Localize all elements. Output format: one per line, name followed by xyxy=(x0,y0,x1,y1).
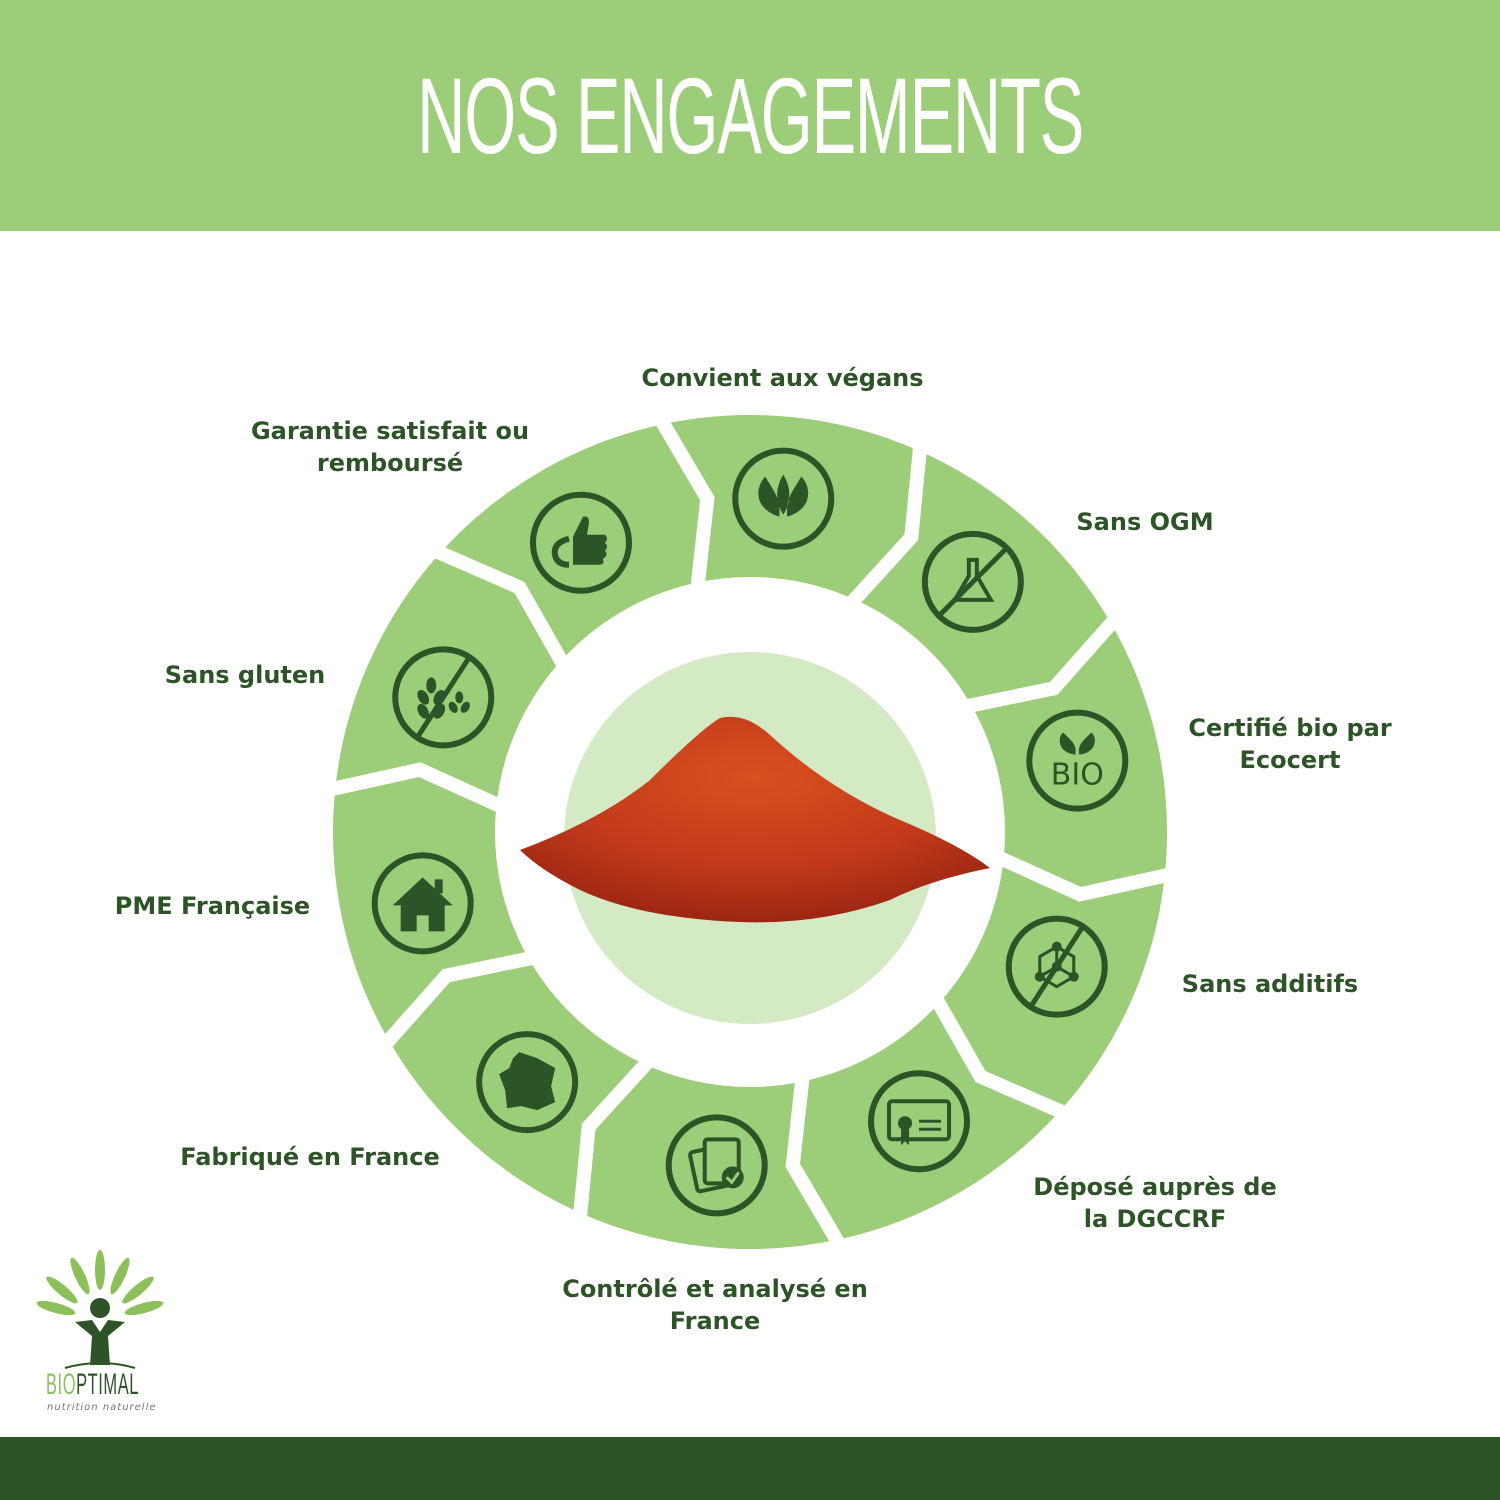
clipboard-check-icon xyxy=(665,1114,768,1217)
engagement-label: Déposé auprès de la DGCCRF xyxy=(1033,1173,1277,1233)
bioptimal-logo xyxy=(36,1250,164,1369)
page-title: NOS ENGAGEMENTS xyxy=(417,55,1084,176)
engagement-label: Sans additifs xyxy=(1181,970,1359,998)
france-map-icon xyxy=(476,1031,579,1134)
footer-bar xyxy=(0,1437,1500,1500)
certificate-icon xyxy=(868,1070,971,1173)
no-gmo-flask-icon xyxy=(921,530,1024,633)
brand-bio: BIO xyxy=(46,1368,77,1401)
engagement-label: Contrôlé et analysé en France xyxy=(562,1275,868,1335)
brand-tagline: nutrition naturelle xyxy=(47,1402,157,1413)
thumbs-up-icon xyxy=(529,491,632,594)
engagement-label: Sans gluten xyxy=(164,661,326,689)
bio-icon: BIO xyxy=(1026,709,1129,812)
engagement-label: Garantie satisfait ou remboursé xyxy=(250,417,530,477)
svg-text:BIO: BIO xyxy=(1051,758,1104,793)
no-additives-molecule-icon xyxy=(1005,915,1108,1018)
brand-name: BIOPTIMAL xyxy=(46,1368,139,1402)
engagement-label: PME Française xyxy=(114,892,311,920)
engagement-label: Fabriqué en France xyxy=(180,1143,440,1171)
no-gluten-wheat-icon xyxy=(392,646,495,749)
header-banner: NOS ENGAGEMENTS xyxy=(0,0,1500,231)
engagement-label: Sans OGM xyxy=(1076,508,1214,536)
segment-10 xyxy=(421,409,715,679)
engagement-label: Certifié bio par Ecocert xyxy=(1188,714,1392,774)
engagement-label: Convient aux végans xyxy=(641,364,924,392)
leaf-icon xyxy=(732,447,835,550)
brand-ptimal: PTIMAL xyxy=(76,1368,139,1401)
house-icon xyxy=(371,852,474,955)
paprika-powder-image xyxy=(520,716,990,923)
